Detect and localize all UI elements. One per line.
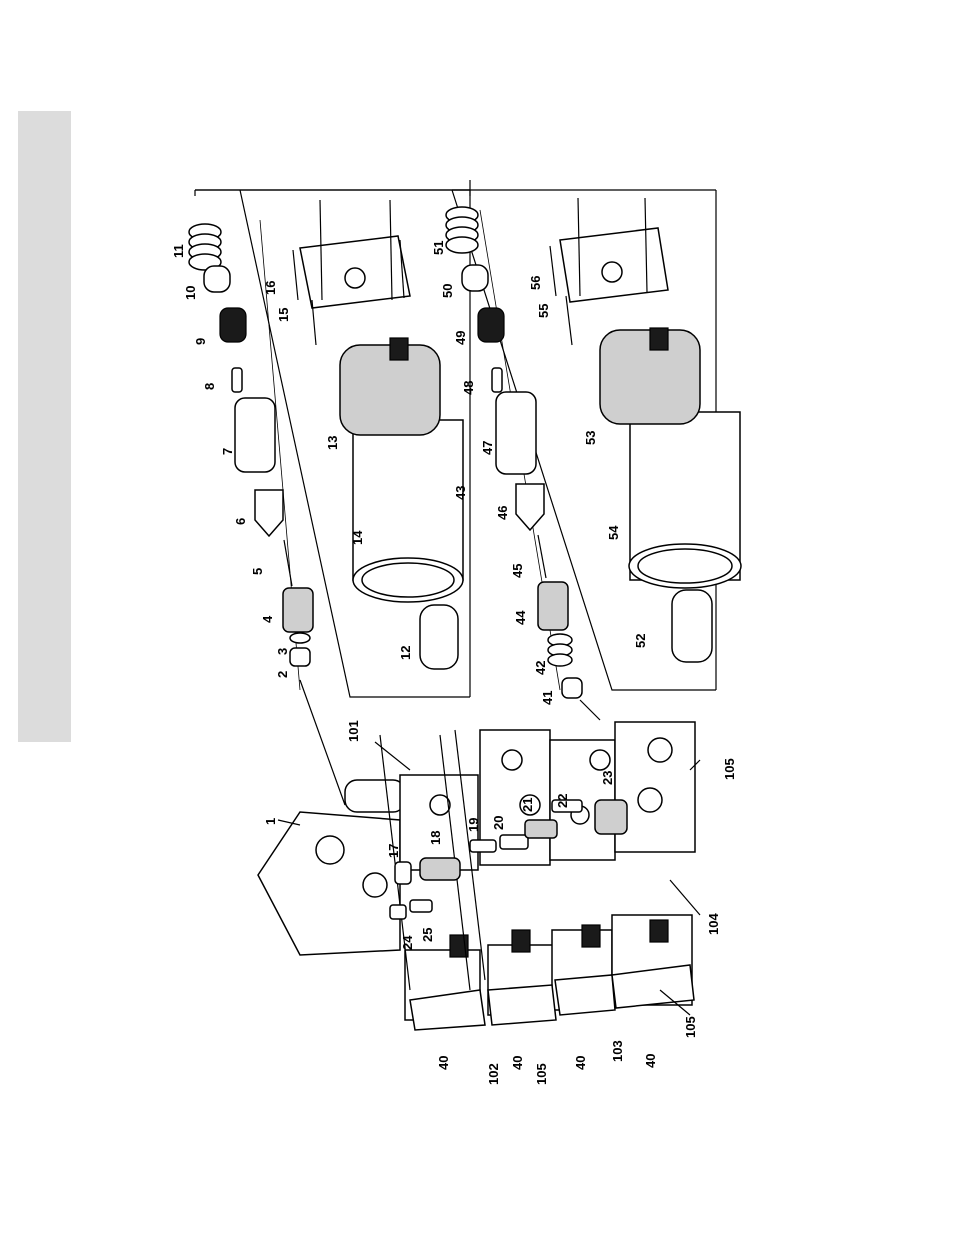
label-2: 2	[275, 671, 290, 678]
label-48: 48	[461, 381, 476, 395]
label-6: 6	[233, 518, 248, 525]
label-42: 42	[533, 661, 548, 675]
label-20: 20	[491, 816, 506, 830]
label-46: 46	[495, 506, 510, 520]
part-41-seat	[562, 678, 582, 698]
part-46-piston	[516, 484, 544, 530]
part-3-washer	[290, 633, 310, 643]
part-14-coil	[353, 420, 463, 602]
part-13-solenoid	[340, 338, 440, 435]
part-6-piston	[255, 490, 283, 536]
part-15-bracket	[300, 200, 410, 345]
part-9-plug	[220, 308, 246, 342]
label-47: 47	[480, 441, 495, 455]
part-51-spring	[446, 207, 478, 253]
label-45: 45	[510, 564, 525, 578]
label-44: 44	[513, 610, 528, 625]
part-11-spring	[189, 224, 221, 270]
label-22: 22	[555, 794, 570, 808]
label-24: 24	[400, 935, 415, 950]
label-21: 21	[520, 798, 535, 812]
label-8: 8	[202, 383, 217, 390]
label-40-b: 40	[510, 1056, 525, 1070]
part-16-bolt	[293, 250, 298, 300]
label-105-b: 105	[534, 1063, 549, 1085]
label-4: 4	[260, 615, 275, 623]
part-53-solenoid	[600, 328, 700, 424]
label-51: 51	[431, 241, 446, 255]
label-9: 9	[193, 338, 208, 345]
label-18: 18	[428, 831, 443, 845]
label-13: 13	[325, 436, 340, 450]
label-56: 56	[528, 276, 543, 290]
part-50-cap	[462, 265, 488, 291]
label-41: 41	[540, 691, 555, 705]
part-48-spring	[492, 368, 502, 392]
label-49: 49	[453, 331, 468, 345]
label-101: 101	[346, 720, 361, 742]
label-19: 19	[466, 818, 481, 832]
label-40-a: 40	[436, 1056, 451, 1070]
label-52: 52	[633, 634, 648, 648]
label-105-c: 105	[683, 1016, 698, 1038]
label-7: 7	[220, 448, 235, 455]
part-44-valve	[538, 582, 568, 630]
label-11: 11	[171, 244, 186, 258]
label-23: 23	[600, 771, 615, 785]
label-103: 103	[610, 1040, 625, 1062]
label-16: 16	[263, 281, 278, 295]
part-49-plug	[478, 308, 504, 342]
label-12: 12	[398, 646, 413, 660]
label-50: 50	[440, 284, 455, 298]
part-52-core	[672, 590, 712, 662]
part-12-core	[420, 605, 458, 669]
valve-stack-assembly	[258, 722, 695, 1030]
part-54-coil	[629, 412, 741, 588]
label-104: 104	[706, 913, 721, 935]
label-55: 55	[536, 304, 551, 318]
part-45-pin	[538, 535, 546, 578]
label-43: 43	[453, 486, 468, 500]
part-2-seat	[290, 648, 310, 666]
label-54: 54	[606, 525, 621, 540]
label-3: 3	[275, 648, 290, 655]
label-14: 14	[350, 530, 365, 545]
label-40-d: 40	[643, 1054, 658, 1068]
part-4-valve	[283, 588, 313, 632]
label-40-c: 40	[573, 1056, 588, 1070]
part-8-spring	[232, 368, 242, 392]
part-56-bolt	[550, 246, 556, 296]
label-25: 25	[420, 928, 435, 942]
label-17: 17	[386, 844, 401, 858]
label-10: 10	[183, 286, 198, 300]
part-47-sleeve	[496, 392, 536, 474]
upper-frame	[195, 180, 470, 190]
part-55-bracket	[560, 198, 668, 345]
label-1: 1	[263, 818, 278, 825]
label-53: 53	[583, 431, 598, 445]
part-7-sleeve	[235, 398, 275, 472]
label-102: 102	[486, 1063, 501, 1085]
label-5: 5	[250, 568, 265, 575]
label-105-a: 105	[722, 758, 737, 780]
part-10-cap	[204, 266, 230, 292]
part-42-spring	[548, 634, 572, 666]
label-15: 15	[276, 308, 291, 322]
